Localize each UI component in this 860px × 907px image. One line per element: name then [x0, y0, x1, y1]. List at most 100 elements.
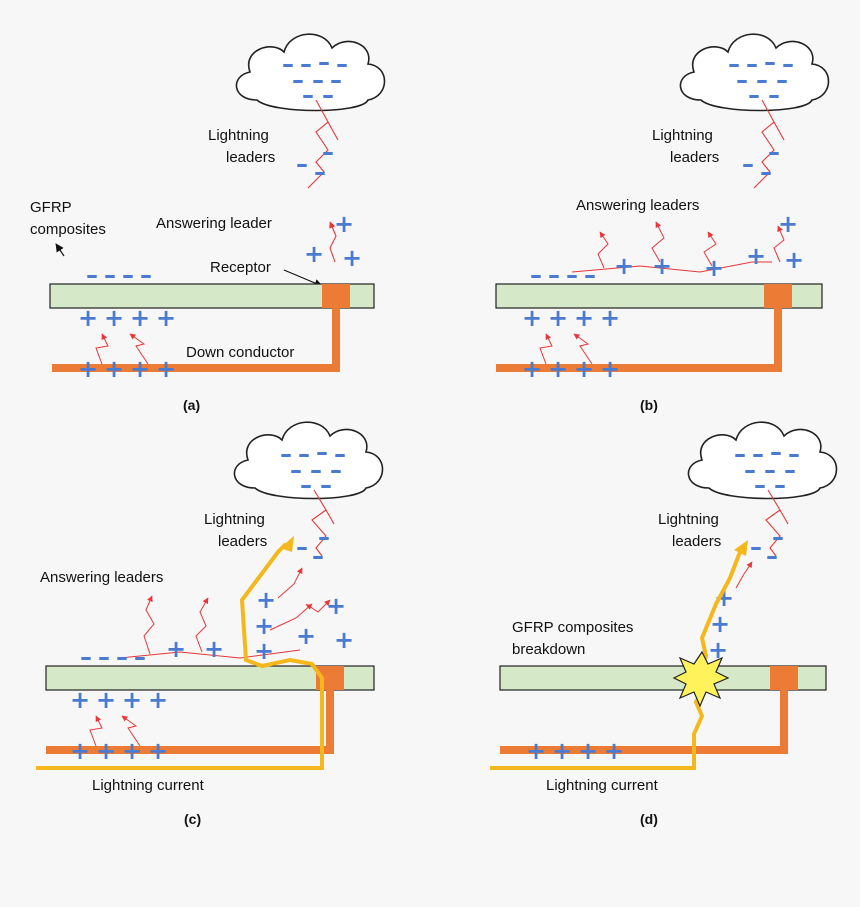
caption-b: (b): [640, 397, 658, 413]
svg-text:–: –: [280, 440, 292, 468]
down-conductor-label-a: Down conductor: [186, 344, 294, 361]
svg-text:+: +: [578, 737, 598, 765]
svg-text:–: –: [104, 261, 116, 289]
svg-text:+: +: [256, 586, 276, 614]
svg-text:–: –: [314, 158, 326, 186]
svg-text:–: –: [728, 50, 740, 78]
svg-text:+: +: [148, 737, 168, 765]
surface-plus-charges-c: + + + + + + + +: [166, 586, 354, 665]
svg-text:+: +: [342, 244, 362, 272]
answering-leader-a: [329, 221, 337, 263]
svg-text:+: +: [714, 584, 734, 612]
svg-text:+: +: [552, 737, 572, 765]
panel-a: – – – – – – – – – – – – Lightning leader…: [30, 33, 386, 413]
svg-text:+: +: [334, 626, 354, 654]
down-conductor-b: [496, 308, 782, 372]
caption-a: (a): [183, 397, 200, 413]
gfrp-label-a-2: composites: [30, 221, 106, 238]
receptor-charges-b: + + +: [746, 210, 804, 274]
svg-text:+: +: [600, 304, 620, 332]
cloud-charges-d: – – – – – – – – –: [734, 438, 800, 499]
breakdown-label-d-1: GFRP composites: [512, 619, 633, 636]
svg-text:+: +: [574, 304, 594, 332]
surface-plus-charges-b: + + +: [614, 252, 724, 282]
lightning-leaders-label-a-1: Lightning: [208, 127, 269, 144]
svg-text:–: –: [318, 523, 330, 551]
receptor-a: [322, 284, 350, 308]
internal-leaders-b: [539, 333, 593, 365]
svg-text:+: +: [600, 355, 620, 383]
lightning-leaders-label-b-2: leaders: [670, 149, 719, 166]
panel-c: – – – – – – – – – – – – Lightning leader…: [36, 421, 384, 827]
svg-text:+: +: [304, 240, 324, 268]
svg-text:–: –: [774, 471, 786, 499]
conductor-charges-d: + + + +: [526, 737, 624, 765]
svg-text:+: +: [604, 737, 624, 765]
svg-text:+: +: [522, 304, 542, 332]
induced-charges-b: + + + +: [522, 304, 620, 332]
svg-text:–: –: [584, 261, 596, 289]
svg-text:–: –: [300, 50, 312, 78]
svg-text:+: +: [130, 304, 150, 332]
leader-tip-charges-d: – – –: [750, 523, 784, 570]
svg-text:–: –: [784, 456, 796, 484]
svg-text:+: +: [130, 355, 150, 383]
svg-text:+: +: [526, 737, 546, 765]
caption-d: (d): [640, 811, 658, 827]
svg-text:+: +: [70, 737, 90, 765]
svg-text:–: –: [300, 471, 312, 499]
svg-text:–: –: [754, 471, 766, 499]
conductor-charges-b: + + + +: [522, 355, 620, 383]
svg-text:–: –: [134, 643, 146, 671]
induced-charges-a: + + + +: [78, 304, 176, 332]
current-arrowhead-d: [734, 540, 748, 556]
svg-text:–: –: [756, 66, 768, 94]
lightning-leaders-d: [765, 489, 789, 557]
gfrp-label-a-1: GFRP: [30, 199, 72, 216]
svg-text:+: +: [522, 355, 542, 383]
conductor-charges-a: + + + +: [78, 355, 176, 383]
svg-text:+: +: [254, 612, 274, 640]
panel-b: – – – – – – – – – – – – Lightning leader…: [495, 33, 830, 413]
svg-text:–: –: [566, 261, 578, 289]
down-conductor-a: [52, 308, 340, 372]
leader-tip-charges-b: – – –: [742, 138, 780, 186]
svg-text:+: +: [78, 304, 98, 332]
svg-text:–: –: [330, 456, 342, 484]
lightning-current-label-d: Lightning current: [546, 777, 659, 794]
conductor-charges-c: + + + +: [70, 737, 168, 765]
svg-text:+: +: [96, 737, 116, 765]
receptor-label-a: Receptor: [210, 259, 271, 276]
svg-text:+: +: [122, 737, 142, 765]
svg-text:+: +: [778, 210, 798, 238]
svg-text:–: –: [782, 50, 794, 78]
svg-text:–: –: [320, 471, 332, 499]
svg-text:–: –: [764, 48, 776, 76]
answering-leaders-c: [119, 567, 331, 659]
cloud-charges-c: – – – – – – – – –: [280, 438, 346, 499]
lightning-current-path-c: [36, 542, 324, 770]
breakdown-spark-icon: [672, 650, 730, 708]
receptor-pointer-a: [283, 269, 323, 287]
svg-text:+: +: [708, 636, 728, 664]
svg-text:–: –: [140, 261, 152, 289]
leader-tip-charges-c: – – –: [296, 523, 330, 570]
svg-text:–: –: [768, 81, 780, 109]
down-conductor-d: [500, 690, 788, 754]
svg-text:–: –: [116, 643, 128, 671]
svg-text:+: +: [548, 304, 568, 332]
lightning-leaders-label-b-1: Lightning: [652, 127, 713, 144]
svg-text:–: –: [746, 50, 758, 78]
svg-text:+: +: [614, 252, 634, 280]
surface-charges-b: – – – –: [530, 261, 596, 289]
svg-text:+: +: [746, 242, 766, 270]
gfrp-pointer-a: [55, 243, 65, 257]
svg-text:–: –: [334, 440, 346, 468]
svg-text:+: +: [326, 592, 346, 620]
svg-text:+: +: [78, 355, 98, 383]
svg-text:–: –: [322, 138, 334, 166]
lightning-leaders-label-d-1: Lightning: [658, 511, 719, 528]
answering-leader-label-a: Answering leader: [156, 215, 272, 232]
answering-leaders-label-c: Answering leaders: [40, 569, 163, 586]
